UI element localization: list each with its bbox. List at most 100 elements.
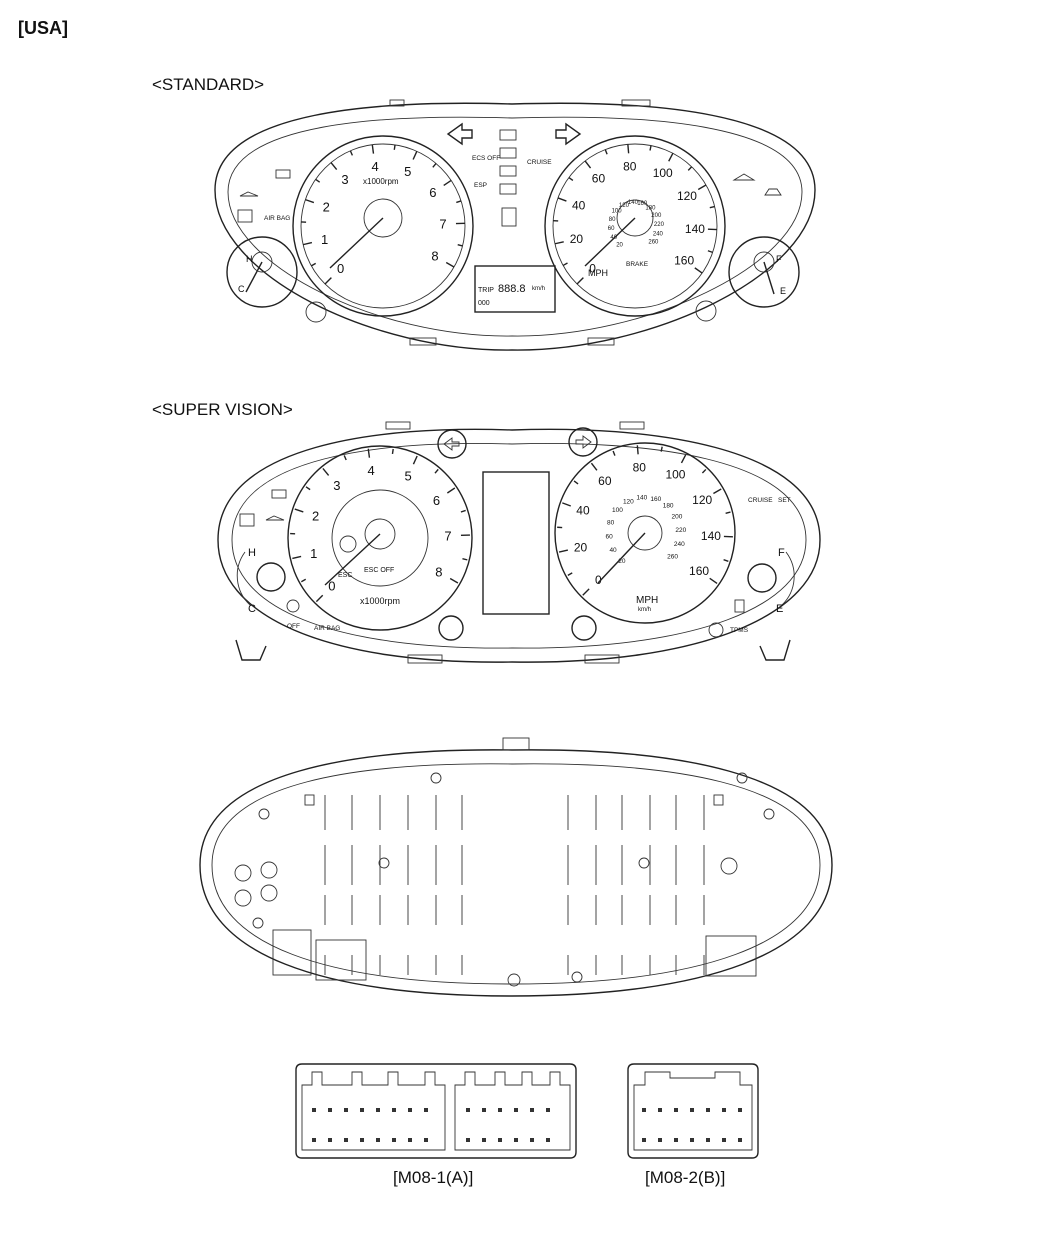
rear-center-boss: [507, 973, 521, 987]
standard-temp-gauge: [226, 236, 298, 308]
sv-speedo-needle: [597, 532, 646, 584]
sv-speedo-kmh-number: 200: [672, 514, 683, 521]
standard-tach-number: 6: [429, 185, 436, 200]
sv-speedo-unit-lower: km/h: [638, 607, 651, 613]
standard-indicator-n-icon: [499, 165, 517, 177]
standard-tach-number: 7: [439, 217, 446, 232]
standard-tach-tick: [443, 179, 452, 187]
standard-tach-tick: [315, 178, 321, 183]
sv-speedo-tick: [573, 480, 579, 485]
sv-speedo-tick: [558, 549, 569, 553]
standard-tach-tick: [445, 261, 455, 268]
connector-a-pin: [424, 1108, 428, 1112]
sv-tach-tick: [292, 555, 302, 560]
standard-fuel-e: E: [780, 286, 786, 296]
connector-a-pin: [312, 1138, 316, 1142]
sv-speedo-kmh-number: 100: [612, 507, 623, 514]
standard-label: <STANDARD>: [152, 75, 265, 94]
sv-tach-number: 8: [435, 565, 442, 580]
standard-speedo-kmh-number: 120: [619, 203, 630, 209]
sv-headlight-icon: [438, 615, 464, 641]
sv-speedo-tick: [725, 511, 731, 514]
sv-battery-icon: [271, 489, 287, 499]
standard-tach-tick: [412, 151, 418, 160]
sv-tach-tick: [391, 448, 394, 455]
sv-speedo-number: 120: [692, 493, 712, 507]
connector-b-body: [633, 1071, 753, 1151]
sv-tach-number: 2: [312, 509, 319, 524]
connector-b-label: [M08-2(B)]: [645, 1168, 726, 1187]
sv-speedo-kmh-number: 60: [606, 533, 614, 540]
standard-indicator-r-icon: [499, 147, 517, 159]
standard-temp-c: C: [238, 284, 245, 294]
rear-screw-7: [252, 917, 264, 929]
sv-tach-number: 3: [333, 478, 340, 493]
sv-speedo-tick: [612, 450, 616, 456]
standard-speedo-hub: [616, 199, 654, 237]
connector-a-pin: [376, 1138, 380, 1142]
standard-trunk-icon: [764, 188, 782, 196]
sv-tach-number: 0: [328, 579, 335, 594]
sv-tach-tick: [462, 557, 468, 561]
sv-speedo-number: 100: [665, 468, 685, 482]
sv-speedo-tick: [709, 577, 718, 585]
sv-tach-tick: [294, 508, 304, 513]
standard-fuel-gauge: [728, 236, 800, 308]
standard-tach-number: 8: [431, 249, 438, 264]
sv-temp-h: H: [248, 547, 256, 559]
standard-speedo-tick: [709, 205, 715, 209]
connector-a-pin: [392, 1108, 396, 1112]
standard-indicator-p-icon: [499, 129, 517, 141]
rear-connector-a1: [272, 929, 312, 976]
standard-speedo-unit: MPH: [588, 268, 608, 278]
sv-speedo-tick: [713, 488, 722, 495]
standard-tach-unit: x1000rpm: [363, 177, 399, 186]
standard-ind-ecs-off: ECS OFF: [472, 155, 500, 162]
sv-speedo-kmh-number: 40: [609, 547, 617, 554]
standard-tach-number: 2: [323, 199, 330, 214]
sv-speedo-unit: MPH: [636, 595, 658, 606]
rear-bulb-socket-1: [234, 864, 252, 882]
standard-temp-h: H: [246, 254, 253, 264]
sv-tach-number: 6: [433, 493, 440, 508]
standard-speedo-needle: [584, 217, 636, 267]
standard-speedo-ticks: [553, 144, 717, 285]
standard-temp-hub: [251, 251, 273, 273]
connector-a-pin: [498, 1138, 502, 1142]
standard-speedo-number: 60: [592, 172, 606, 186]
sv-bottom-clip-right: [584, 654, 620, 664]
sv-temp-arc: [236, 551, 251, 606]
connector-a-pin: [392, 1138, 396, 1142]
standard-speedo-number: 40: [572, 199, 586, 213]
connector-a-half-left: [301, 1071, 446, 1151]
sv-tach-tick: [434, 468, 439, 474]
sv-temp-c: C: [248, 603, 256, 615]
standard-indicator-d-icon: [499, 183, 517, 195]
sv-fuel-f: F: [778, 547, 785, 559]
standard-fuel-cap-icon: [695, 300, 717, 322]
sv-speedo-number: 160: [689, 564, 709, 578]
standard-speedo-kmh-number: 260: [648, 240, 659, 246]
standard-bottom-clip-right: [587, 337, 615, 346]
standard-lcd-display: [474, 265, 556, 313]
rear-connector-b: [705, 935, 757, 977]
sv-ind-cruise: CRUISE: [748, 497, 773, 504]
sv-tach-hub: [364, 518, 396, 550]
sv-tach-inner-ring: [331, 489, 429, 587]
connector-a: [295, 1063, 577, 1159]
connector-a-pin: [514, 1108, 518, 1112]
rear-bulb-socket-4: [260, 884, 278, 902]
standard-tach-tick: [324, 277, 332, 285]
connector-b-pin: [642, 1138, 646, 1142]
connector-a-label: [M08-1(A)]: [393, 1168, 474, 1187]
sv-speedo-kmh-number: 80: [607, 519, 615, 526]
standard-outer-housing: [214, 102, 816, 351]
sv-ind-off: OFF: [287, 623, 300, 630]
rear-screw-1: [430, 772, 442, 784]
sv-left-turn-arrow-icon: [443, 437, 460, 451]
connector-b-pin: [658, 1138, 662, 1142]
